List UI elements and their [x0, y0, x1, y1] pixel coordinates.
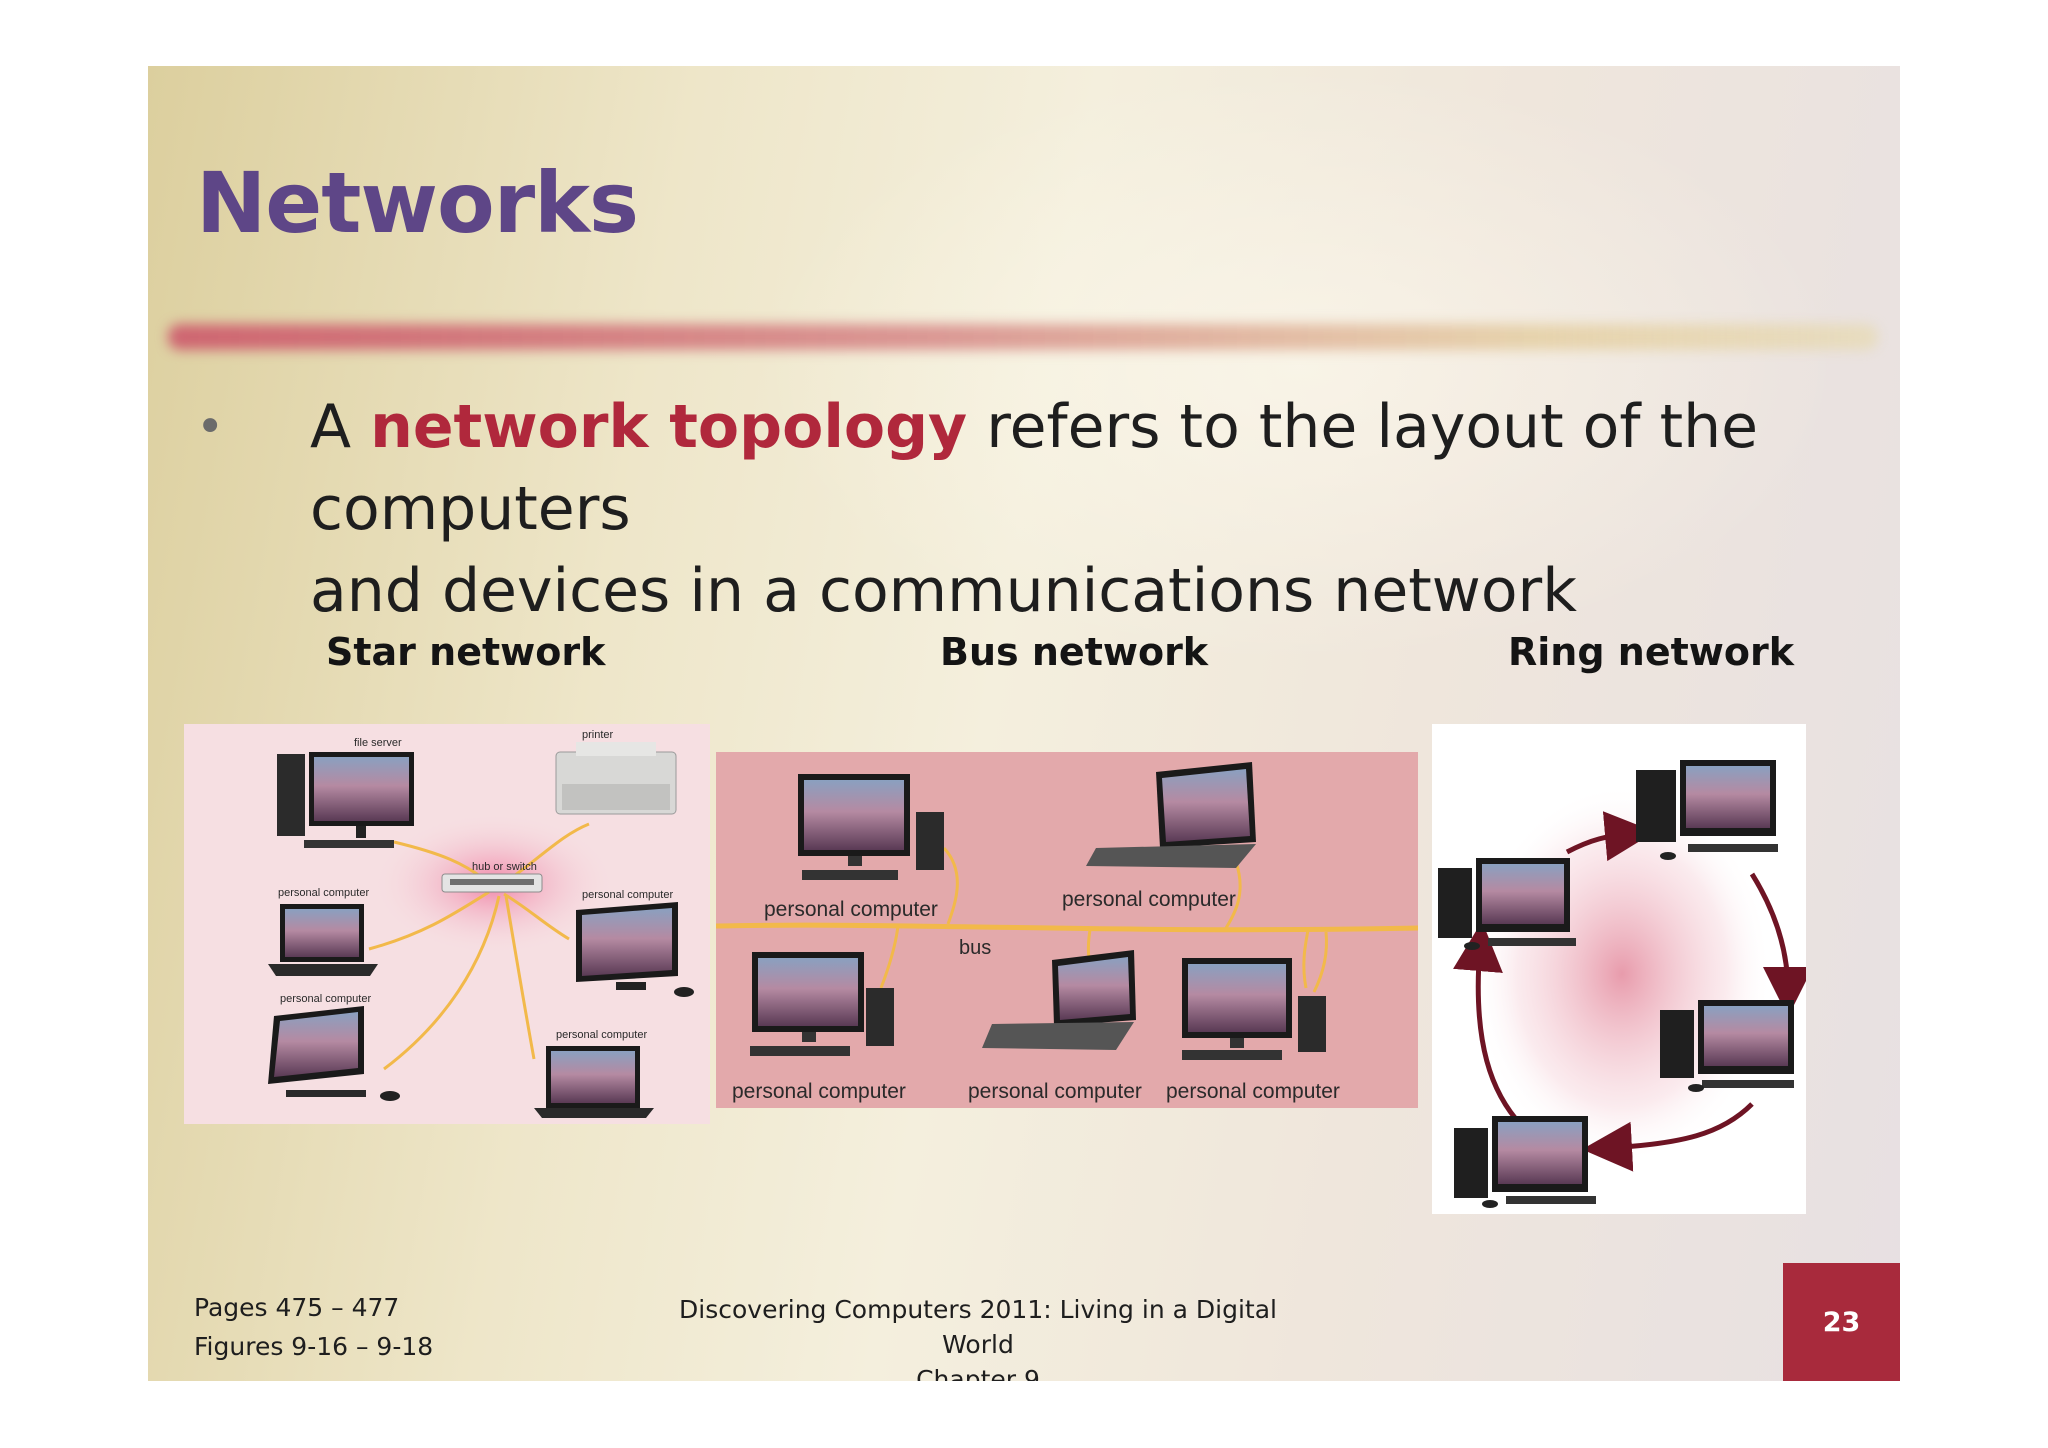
ring-arrows	[1453, 811, 1806, 1172]
desktop-computer-icon	[1636, 760, 1778, 860]
ring-network-caption: Ring network	[1508, 630, 1794, 674]
desktop-computer-icon	[1438, 858, 1576, 950]
label-file-server: file server	[354, 737, 402, 749]
footer-figures: Figures 9-16 – 9-18	[194, 1332, 434, 1361]
label-pc-left-top: personal computer	[278, 887, 369, 899]
desktop-computer-icon	[798, 774, 944, 880]
star-network-caption: Star network	[326, 630, 606, 674]
bullet-text: A network topology refers to the layout …	[310, 386, 1876, 632]
label-pc-right-bottom: personal computer	[556, 1029, 647, 1041]
label-bus-pc-bottom-1: personal computer	[732, 1080, 906, 1103]
slide: Networks • A network topology refers to …	[148, 66, 1900, 1381]
file-server-icon	[277, 752, 414, 848]
bullet-line1-rest: refers to the layout of the computers	[310, 392, 1759, 544]
monitor-icon	[576, 902, 694, 997]
laptop-icon	[268, 904, 378, 976]
footer-book-title: Discovering Computers 2011: Living in a …	[648, 1292, 1308, 1381]
ring-network-figure	[1432, 724, 1806, 1214]
laptop-icon	[982, 950, 1136, 1050]
label-bus-pc-bottom-3: personal computer	[1166, 1080, 1340, 1103]
bullet-line2: and devices in a communications network	[310, 556, 1577, 626]
bullet-highlight-term: network topology	[370, 392, 968, 462]
label-bus-pc-top-left: personal computer	[764, 898, 938, 921]
star-cables	[368, 822, 590, 1071]
star-network-figure: file server printer hub or switch person…	[184, 724, 710, 1124]
label-printer-text: printer	[582, 729, 614, 741]
footer-pages: Pages 475 – 477	[194, 1293, 400, 1322]
desktop-computer-icon	[1454, 1116, 1596, 1208]
monitor-icon	[268, 1006, 400, 1101]
desktop-computer-icon	[750, 952, 894, 1056]
page-number-badge: 23	[1783, 1263, 1900, 1381]
laptop-icon	[1086, 762, 1256, 868]
desktop-computer-icon	[1660, 1000, 1794, 1092]
label-hub: hub or switch	[472, 861, 537, 873]
bus-network-figure: personal computer personal computer bus …	[716, 752, 1418, 1108]
label-bus-pc-bottom-2: personal computer	[968, 1080, 1142, 1103]
label-pc-right-top: personal computer	[582, 889, 673, 901]
footer-reference: Pages 475 – 477 Figures 9-16 – 9-18	[194, 1288, 433, 1366]
title-underline-bar	[168, 324, 1878, 350]
laptop-icon	[534, 1046, 654, 1118]
footer-chapter: Chapter 9	[916, 1365, 1040, 1381]
bullet-prefix: A	[310, 392, 371, 462]
bullet-point: • A network topology refers to the layou…	[196, 386, 1876, 632]
label-bus: bus	[959, 937, 991, 959]
desktop-computer-icon	[1182, 958, 1326, 1060]
slide-title: Networks	[196, 154, 639, 252]
bus-network-caption: Bus network	[940, 630, 1209, 674]
bus-drops	[879, 846, 1328, 993]
hub-switch-icon	[441, 873, 543, 893]
label-bus-pc-top-right: personal computer	[1062, 888, 1236, 911]
bus-cable	[716, 922, 1418, 933]
label-pc-left-bottom: personal computer	[280, 993, 371, 1005]
footer-book: Discovering Computers 2011: Living in a …	[679, 1295, 1277, 1359]
printer-icon	[555, 742, 677, 815]
bullet-marker: •	[196, 399, 225, 455]
